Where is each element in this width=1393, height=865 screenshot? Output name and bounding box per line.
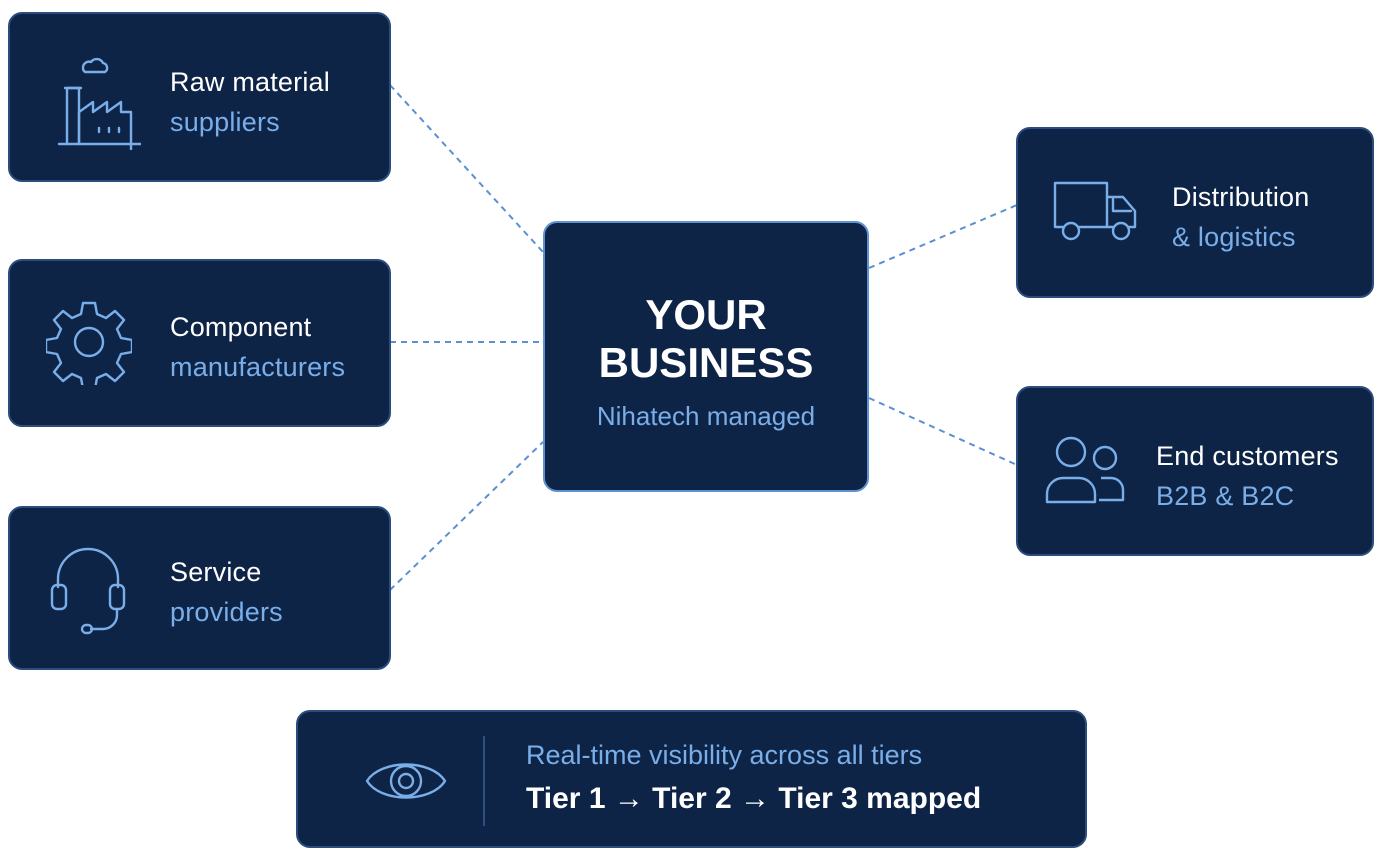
component-title: Component bbox=[170, 312, 312, 342]
eye-icon bbox=[362, 752, 450, 810]
customers-subtitle: B2B & B2C bbox=[1156, 481, 1295, 511]
gear-icon bbox=[44, 297, 134, 387]
connector-service bbox=[389, 441, 544, 591]
your-business-node: YOUR BUSINESS Nihatech managed bbox=[543, 221, 869, 492]
card-end-customers: End customers B2B & B2C bbox=[1016, 386, 1374, 556]
tier-mapping-text: Tier 1 → Tier 2 → Tier 3 mapped bbox=[526, 782, 982, 815]
center-title-line1: YOUR bbox=[645, 291, 767, 338]
card-component-manufacturers: Component manufacturers bbox=[8, 259, 391, 427]
connector-distribution bbox=[868, 204, 1018, 269]
center-title-line2: BUSINESS bbox=[598, 339, 814, 386]
visibility-banner: Real-time visibility across all tiers Ti… bbox=[296, 710, 1087, 848]
supplier-title: Raw material bbox=[170, 67, 330, 97]
factory-icon bbox=[52, 52, 144, 152]
service-title: Service bbox=[170, 557, 262, 587]
truck-icon bbox=[1050, 175, 1140, 245]
connector-end-customers bbox=[868, 397, 1018, 466]
distribution-title: Distribution bbox=[1172, 182, 1310, 212]
card-distribution-logistics: Distribution & logistics bbox=[1016, 127, 1374, 298]
visibility-caption: Real-time visibility across all tiers bbox=[526, 740, 923, 770]
supplier-subtitle: suppliers bbox=[170, 107, 280, 137]
service-subtitle: providers bbox=[170, 597, 283, 627]
users-icon bbox=[1042, 432, 1128, 508]
card-service-providers: Service providers bbox=[8, 506, 391, 670]
center-subtitle: Nihatech managed bbox=[596, 401, 816, 431]
customers-title: End customers bbox=[1156, 441, 1339, 471]
distribution-subtitle: & logistics bbox=[1172, 222, 1296, 252]
component-subtitle: manufacturers bbox=[170, 352, 346, 382]
connector-raw-material bbox=[389, 84, 544, 253]
banner-divider bbox=[483, 736, 485, 826]
card-raw-material-suppliers: Raw material suppliers bbox=[8, 12, 391, 182]
headset-icon bbox=[46, 540, 130, 636]
